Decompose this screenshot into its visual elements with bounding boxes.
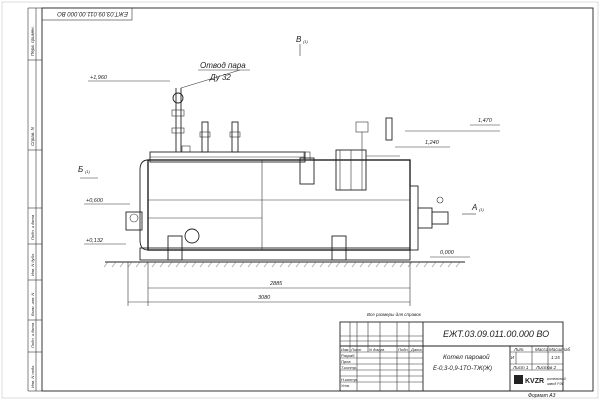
steam-outlet-size: Ду 32 — [209, 73, 231, 82]
boiler-body — [125, 88, 449, 261]
side-strip: Перв. примен. Справ. N Подп. и дата Инв.… — [27, 7, 42, 392]
title-block: ЕЖТ.03.09.011.00.000 ВО Котел паровой Е-… — [339, 321, 570, 392]
col-podp: Подп. — [398, 347, 409, 352]
sheets-label: Листов 2 — [535, 365, 557, 370]
steam-outlet-label: Отвод пара — [200, 61, 246, 70]
col-ndokum: N докум. — [369, 347, 385, 352]
view-v-label: В — [296, 35, 302, 44]
row-tkontr: Т.контр. — [341, 365, 357, 370]
side-label-inv-dubl: Инв. N дубл. — [30, 253, 35, 276]
drawing-frame — [41, 7, 594, 392]
row-izm: Изм. — [341, 347, 350, 352]
view-v-sub: (1) — [303, 39, 309, 44]
scale-label: Масштаб — [549, 347, 570, 352]
doc-code: ЕЖТ.03.09.011.00.000 ВО — [443, 329, 549, 339]
side-label-sprav: Справ. N — [30, 126, 35, 146]
view-b-label: Б — [78, 165, 83, 174]
company-name-2: завод РЭГ — [546, 382, 565, 386]
row-nkontr: Н.контр. — [341, 377, 358, 382]
level-1470: 1,470 — [478, 118, 493, 124]
sheet-label: Лист 1 — [512, 365, 529, 370]
letter-i: И — [511, 355, 515, 360]
annotations: Отвод пара Ду 32 В (1) Б (1) А (1) — [78, 35, 485, 215]
length-2885: 2885 — [269, 281, 283, 287]
level-1960: +1,960 — [90, 75, 108, 81]
side-label-podp-1: Подп. и дата — [30, 214, 35, 240]
view-b-sub: (1) — [85, 169, 91, 174]
lit-label: Лит. — [513, 347, 525, 352]
length-3080: 3080 — [258, 295, 271, 301]
rotated-doc-code: ЕЖТ.03.09.011.00.000 ВО — [57, 10, 128, 16]
side-label-podp-2: Подп. и дата — [30, 322, 35, 348]
dimensions: +1,960 1,470 1,240 +0,600 +0,132 0,000 2… — [84, 75, 500, 306]
side-label-inv-podl: Инв. N подл. — [30, 365, 35, 388]
company-logo: KVZR — [525, 378, 544, 385]
col-data: Дата — [410, 347, 422, 352]
row-utv: Утв. — [341, 383, 350, 388]
note-text: Все размеры для справок — [367, 312, 422, 317]
level-0000: 0,000 — [440, 250, 455, 256]
side-label-perv-primen: Перв. примен. — [30, 26, 35, 56]
mass-label: Масса — [535, 347, 549, 352]
level-1240: 1,240 — [425, 140, 440, 146]
company-logo-mark — [514, 375, 523, 384]
row-razrab: Разраб. — [341, 353, 355, 358]
side-label-vzam-inv: Взам. инв. N — [30, 293, 35, 316]
title-line-2: Е-0,3-0,9-1ТО-ТЖ(Ж) — [433, 366, 492, 372]
level-0600: +0,600 — [86, 198, 104, 204]
scale-value: 1:15 — [551, 355, 560, 360]
level-0132: +0,132 — [86, 238, 103, 244]
view-a-label: А — [471, 203, 477, 212]
floor — [103, 261, 465, 268]
view-a-sub: (1) — [479, 207, 485, 212]
format-label: Формат А3 — [528, 393, 556, 399]
title-line-1: Котел паровой — [443, 353, 490, 361]
row-prov: Пров. — [341, 359, 352, 364]
col-list: Лист — [350, 347, 362, 352]
company-name-1: котельный — [547, 377, 566, 381]
rotated-code-box: ЕЖТ.03.09.011.00.000 ВО — [41, 7, 133, 21]
